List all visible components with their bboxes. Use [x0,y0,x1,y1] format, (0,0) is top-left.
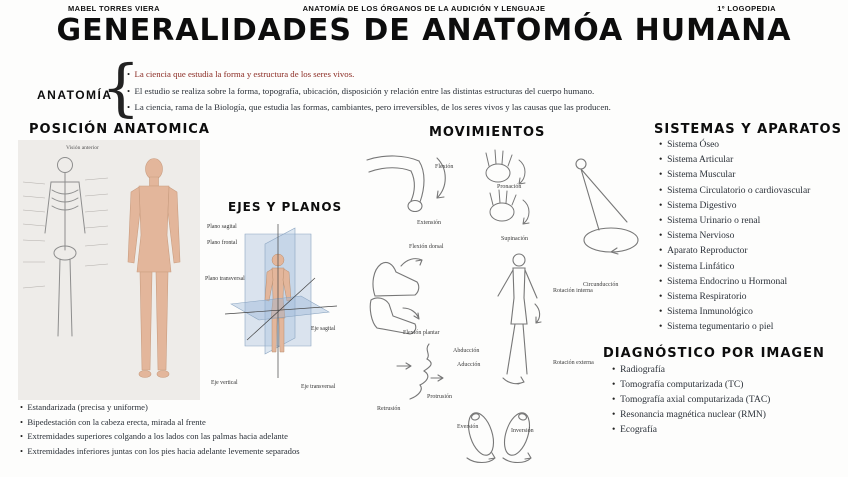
sistema-item: Sistema Óseo [659,139,841,151]
movement-label-protrusion: Protrusión [427,394,453,400]
sistema-item: Sistema Circulatorio o cardiovascular [659,185,841,197]
header-degree: 1º LOGOPEDIA [717,4,776,13]
diagnostico-item: Resonancia magnética nuclear (RMN) [612,409,812,421]
movement-label-rotacion-externa: Rotación externa [553,360,594,366]
anatomia-definition-item: El estudio se realiza sobre la forma, to… [127,86,683,97]
pronation-supination-sketch [471,146,541,234]
movement-label-flexion-dorsal: Flexión dorsal [409,244,444,250]
diagnostico-list: Radiografía Tomografía computarizada (TC… [612,364,812,439]
sistemas-list: Sistema Óseo Sistema Articular Sistema M… [659,139,841,336]
label-plano-frontal: Plano frontal [207,240,238,246]
movement-label-flexion-plantar: Flexión plantar [403,330,440,336]
anatomia-definition-list: La ciencia que estudia la forma y estruc… [127,69,683,119]
movement-label-retrusion: Retrusión [377,406,401,412]
diagnostico-item: Ecografía [612,424,812,436]
sistema-item: Sistema Digestivo [659,200,841,212]
section-heading-diagnostico: DIAGNÓSTICO POR IMAGEN [603,346,825,361]
diagnostico-item: Tomografía axial computarizada (TAC) [612,394,812,406]
header-author: MABEL TORRES VIERA [68,4,160,13]
label-eje-transversal: Eje transversal [301,384,336,390]
circumduction-sketch [561,154,643,278]
posicion-bullet: Estandarizada (precisa y uniforme) [20,402,350,413]
movement-label-eversion: Eversión [457,424,479,430]
plantar-flexion-foot-sketch [363,294,425,338]
label-plano-sagital: Plano sagital [207,224,237,230]
axes-planes-figure: Plano sagital Plano frontal Plano transv… [205,218,355,394]
diagnostico-item: Tomografía computarizada (TC) [612,379,812,391]
flexion-extension-sketch [361,144,461,218]
abduction-adduction-body-sketch [491,252,549,394]
sistema-item: Sistema Urinario o renal [659,215,841,227]
section-heading-movimientos: MOVIMIENTOS [429,125,546,140]
posicion-bullet: Bipedestación con la cabeza erecta, mira… [20,417,350,428]
dorsal-flexion-foot-sketch [365,254,427,300]
movement-label-abduccion: Abducción [453,348,480,354]
anatomia-label: ANATOMÍA [37,88,113,102]
jaw-profile-sketch [393,342,445,404]
movements-figure-area: Flexión Extensión Pronación Supinación F… [355,142,647,476]
section-heading-ejes: EJES Y PLANOS [228,200,343,214]
figure-caption: Visión anterior [66,145,99,151]
movement-label-aduccion: Aducción [457,362,481,368]
movement-label-pronacion: Pronación [497,184,522,190]
sistema-item: Sistema Muscular [659,169,841,181]
label-plano-transversal: Plano transversal [205,276,245,282]
section-heading-posicion: POSICIÓN ANATOMICA [29,122,210,137]
sistema-item: Sistema Inmunológico [659,306,841,318]
label-eje-vertical: Eje vertical [211,380,238,386]
movement-label-extension: Extensión [417,220,441,226]
movement-label-rotacion-interna: Rotación interna [553,288,593,294]
diagnostico-item: Radiografía [612,364,812,376]
sistema-item: Aparato Reproductor [659,245,841,257]
posicion-bullet: Extremidades inferiores juntas con los p… [20,446,350,457]
movement-label-supinacion: Supinación [501,236,528,242]
sistema-item: Sistema tegumentario o piel [659,321,841,333]
sistema-item: Sistema Respiratorio [659,291,841,303]
header-course: ANATOMÍA DE LOS ÓRGANOS DE LA AUDICIÓN Y… [302,4,546,13]
eversion-inversion-feet-sketch [453,402,545,466]
anatomia-definition-item: La ciencia que estudia la forma y estruc… [127,69,683,80]
movement-label-inversion: Inversión [511,428,534,434]
movement-label-flexion: Flexión [435,164,454,170]
movement-label-circunduccion: Circunducción [583,282,619,288]
posicion-bullet-list: Estandarizada (precisa y uniforme) Biped… [20,402,350,460]
sistema-item: Sistema Articular [659,154,841,166]
page-title: GENERALIDADES DE ANATOMÓA HUMANA [56,13,792,48]
anatomical-position-figure: Visión anterior [18,140,200,400]
posicion-bullet: Extremidades superiores colgando a los l… [20,431,350,442]
sistema-item: Sistema Linfático [659,261,841,273]
label-eje-sagital: Eje sagital [311,326,336,332]
anatomia-definition-item: La ciencia, rama de la Biología, que est… [127,102,683,113]
sistema-item: Sistema Nervioso [659,230,841,242]
section-heading-sistemas: SISTEMAS Y APARATOS [654,122,842,137]
sistema-item: Sistema Endocrino u Hormonal [659,276,841,288]
